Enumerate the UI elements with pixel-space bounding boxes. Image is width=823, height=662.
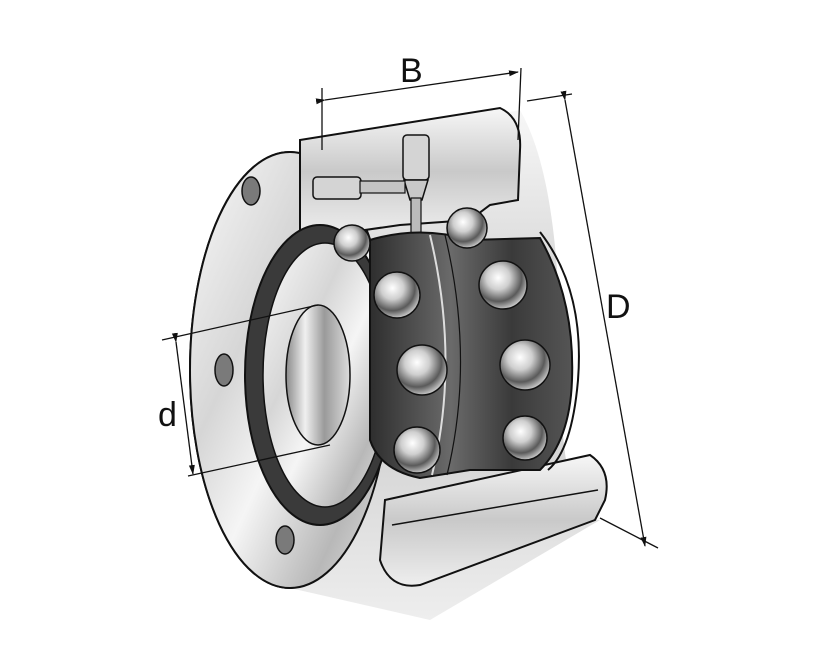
ball bbox=[373, 271, 421, 319]
ball bbox=[499, 339, 551, 391]
bore bbox=[285, 304, 351, 446]
ball bbox=[333, 224, 371, 262]
mounting-hole bbox=[275, 525, 295, 555]
dimension-label-bore-d: d bbox=[158, 396, 177, 434]
dimension-label-outer-d: D bbox=[606, 288, 631, 326]
dimension-d-bore: d bbox=[158, 304, 331, 477]
dimension-d-outer: D bbox=[526, 90, 659, 549]
ball-rows bbox=[333, 207, 580, 480]
ball bbox=[446, 207, 488, 249]
mounting-hole bbox=[214, 353, 234, 387]
ball bbox=[478, 260, 528, 310]
dimension-b: B bbox=[315, 52, 522, 150]
lube-fitting-horizontal bbox=[312, 176, 362, 200]
dimension-label-b: B bbox=[400, 52, 423, 90]
ball bbox=[393, 426, 441, 474]
housing-cutaway-top bbox=[299, 106, 522, 239]
mounting-hole bbox=[241, 176, 261, 206]
ball bbox=[396, 344, 448, 396]
lube-fitting-vertical bbox=[402, 134, 430, 181]
ball bbox=[502, 415, 548, 461]
